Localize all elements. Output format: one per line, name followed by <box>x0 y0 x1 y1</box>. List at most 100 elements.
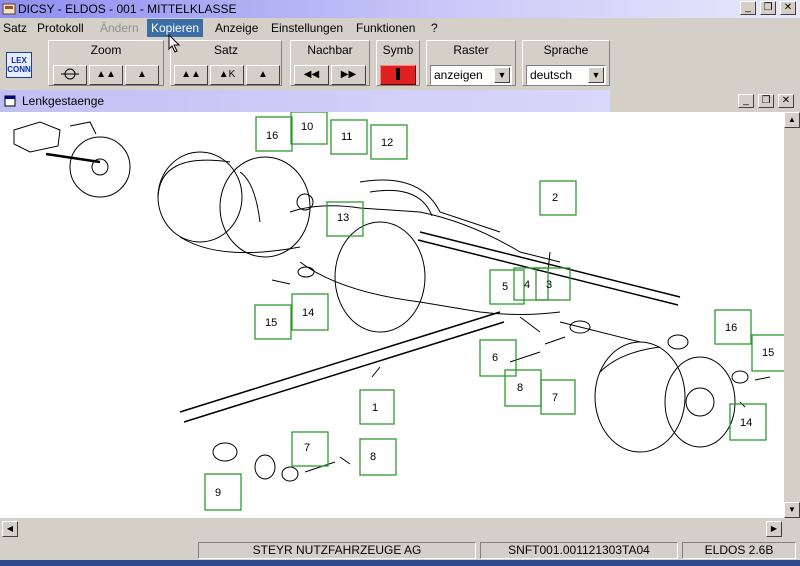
menu-einstellungen[interactable]: Einstellungen <box>271 21 344 35</box>
scroll-down-icon[interactable]: ▼ <box>784 502 800 518</box>
svg-text:16: 16 <box>266 130 278 142</box>
mouse-cursor-icon <box>168 34 181 53</box>
callout-3[interactable]: 3 <box>535 267 571 301</box>
callout-15-right[interactable]: 15 <box>751 334 789 372</box>
minimize-button[interactable]: _ <box>740 1 756 15</box>
callout-14-right[interactable]: 14 <box>729 403 767 441</box>
sprache-group: Sprache deutsch ▼ <box>522 40 610 86</box>
callout-6[interactable]: 6 <box>479 339 517 377</box>
zoom-button-2[interactable]: ▲▲ <box>89 65 123 85</box>
satz-label: Satz <box>213 43 238 57</box>
chevron-down-icon[interactable]: ▼ <box>494 67 510 83</box>
drawing-canvas[interactable]: 16 10 11 12 13 2 5 4 3 14 15 6 8 7 16 15… <box>0 111 800 518</box>
sprache-label: Sprache <box>543 43 589 57</box>
sprache-value: deutsch <box>530 68 573 82</box>
svg-text:9: 9 <box>215 487 221 499</box>
svg-text:7: 7 <box>552 392 558 404</box>
magnifier-icon <box>61 68 79 80</box>
child-window-controls: _ ❐ ✕ <box>610 90 800 112</box>
callout-14-left[interactable]: 14 <box>291 293 329 331</box>
nachbar-prev-button[interactable]: ◀◀ <box>294 65 329 85</box>
callout-5[interactable]: 5 <box>489 269 525 305</box>
menu-bar: Satz Protokoll Ändern Kopieren Anzeige E… <box>0 18 800 38</box>
svg-text:11: 11 <box>341 131 352 143</box>
satz-button-k[interactable]: ▲K <box>210 65 244 85</box>
scroll-right-icon[interactable]: ▶ <box>766 521 782 537</box>
callout-1[interactable]: 1 <box>359 389 395 425</box>
child-window-title-bar: Lenkgestaenge <box>0 90 610 112</box>
nachbar-label: Nachbar <box>307 43 353 57</box>
callout-11[interactable]: 11 <box>330 119 368 155</box>
symb-label: Symb <box>382 43 414 57</box>
child-window-title: Lenkgestaenge <box>22 94 105 108</box>
menu-anzeige[interactable]: Anzeige <box>215 21 259 35</box>
callout-10[interactable]: 10 <box>290 111 328 145</box>
nachbar-next-button[interactable]: ▶▶ <box>331 65 366 85</box>
restore-button[interactable]: ❐ <box>760 1 776 15</box>
callout-16-top[interactable]: 16 <box>255 116 293 152</box>
menu-kopieren[interactable]: Kopieren <box>147 19 204 37</box>
close-button[interactable]: ✕ <box>780 1 796 15</box>
scroll-up-icon[interactable]: ▲ <box>784 112 800 128</box>
satz-button-3[interactable]: ▲ <box>246 65 280 85</box>
zoom-button-3[interactable]: ▲ <box>125 65 159 85</box>
taskbar <box>0 560 800 566</box>
status-company: STEYR NUTZFAHRZEUGE AG <box>198 542 476 559</box>
svg-text:15: 15 <box>762 347 774 359</box>
chevron-down-icon[interactable]: ▼ <box>588 67 604 83</box>
document-icon <box>4 95 16 107</box>
callout-16-right[interactable]: 16 <box>714 309 752 345</box>
menu-satz[interactable]: Satz <box>3 21 28 35</box>
status-bar: STEYR NUTZFAHRZEUGE AG SNFT001.001121303… <box>0 540 800 560</box>
satz-group: Satz ▲▲ ▲K ▲ <box>170 40 282 86</box>
menu-protokoll[interactable]: Protokoll <box>37 21 84 35</box>
svg-text:8: 8 <box>370 451 376 463</box>
callout-7-right[interactable]: 7 <box>540 379 576 415</box>
svg-text:15: 15 <box>265 317 277 329</box>
satz-button-1[interactable]: ▲▲ <box>174 65 208 85</box>
status-version: ELDOS 2.6B <box>682 542 796 559</box>
scroll-left-icon[interactable]: ◀ <box>2 521 18 537</box>
svg-text:13: 13 <box>337 212 349 224</box>
svg-text:16: 16 <box>725 322 737 334</box>
zoom-group: Zoom ▲▲ ▲ <box>48 40 164 86</box>
title-bar: DICSY - ELDOS - 001 - MITTELKLASSE _ ❐ ✕ <box>0 0 800 18</box>
callout-4[interactable]: 4 <box>513 267 549 301</box>
svg-text:6: 6 <box>492 352 498 364</box>
parts-drawing <box>13 121 771 482</box>
status-code: SNFT001.001121303TA04 <box>480 542 678 559</box>
raster-select[interactable]: anzeigen ▼ <box>430 65 512 85</box>
svg-text:8: 8 <box>517 382 523 394</box>
menu-help[interactable]: ? <box>431 21 438 35</box>
zoom-out-button[interactable] <box>53 65 87 85</box>
svg-text:1: 1 <box>372 402 378 414</box>
vertical-scrollbar[interactable]: ▲ ▼ <box>784 112 800 518</box>
menu-aendern: Ändern <box>100 21 139 35</box>
raster-label: Raster <box>453 43 489 57</box>
window-title: DICSY - ELDOS - 001 - MITTELKLASSE <box>18 2 237 16</box>
callout-7-bottom[interactable]: 7 <box>291 431 329 467</box>
raster-group: Raster anzeigen ▼ <box>426 40 516 86</box>
svg-text:14: 14 <box>740 417 752 429</box>
child-minimize-button[interactable]: _ <box>738 94 754 108</box>
child-restore-button[interactable]: ❐ <box>758 94 774 108</box>
callout-2[interactable]: 2 <box>539 180 577 216</box>
app-icon <box>2 3 16 15</box>
callout-13[interactable]: 13 <box>326 201 364 237</box>
sprache-select[interactable]: deutsch ▼ <box>526 65 606 85</box>
child-close-button[interactable]: ✕ <box>778 94 794 108</box>
callout-9[interactable]: 9 <box>204 473 242 511</box>
svg-text:10: 10 <box>301 121 313 133</box>
svg-text:3: 3 <box>546 279 552 291</box>
symb-button[interactable] <box>380 65 416 85</box>
svg-text:12: 12 <box>381 137 393 149</box>
zoom-label: Zoom <box>90 43 122 57</box>
callout-15-left[interactable]: 15 <box>254 304 292 340</box>
symb-group: Symb <box>376 40 420 86</box>
callout-8-bottom[interactable]: 8 <box>359 438 397 476</box>
callout-12[interactable]: 12 <box>370 124 408 160</box>
menu-funktionen[interactable]: Funktionen <box>356 21 416 35</box>
horizontal-scrollbar[interactable]: ◀ ▶ <box>0 518 800 540</box>
